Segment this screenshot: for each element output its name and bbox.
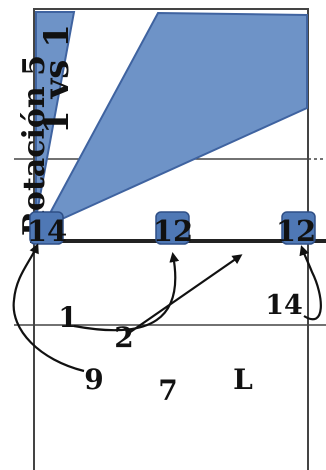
net-player-right: 12	[276, 214, 316, 248]
arrow-player-14-to-right-net	[299, 245, 322, 321]
player-14: 14	[265, 290, 303, 321]
player-1: 1	[58, 301, 77, 334]
arrow-player-9-to-left-net	[12, 243, 85, 373]
diagram-title: Rotación 5	[17, 55, 52, 236]
player-7: 7	[158, 374, 177, 407]
net-player-middle: 12	[153, 214, 193, 248]
arrow-player-2-diagonal	[125, 254, 243, 336]
player-9: 9	[84, 363, 103, 396]
net-player-marker-middle	[155, 211, 190, 245]
wide-attack-zone	[39, 11, 308, 231]
narrow-attack-zone	[35, 11, 76, 219]
player-2: 2	[114, 321, 133, 354]
player-libero: L	[233, 363, 253, 396]
net-player-marker-right	[281, 211, 316, 245]
arrow-player-1-to-middle-net	[73, 252, 180, 332]
net-player-left: 14	[27, 214, 67, 248]
net-player-marker-left	[29, 211, 64, 245]
diagram-subtitle: 1 vs 1	[37, 24, 77, 134]
